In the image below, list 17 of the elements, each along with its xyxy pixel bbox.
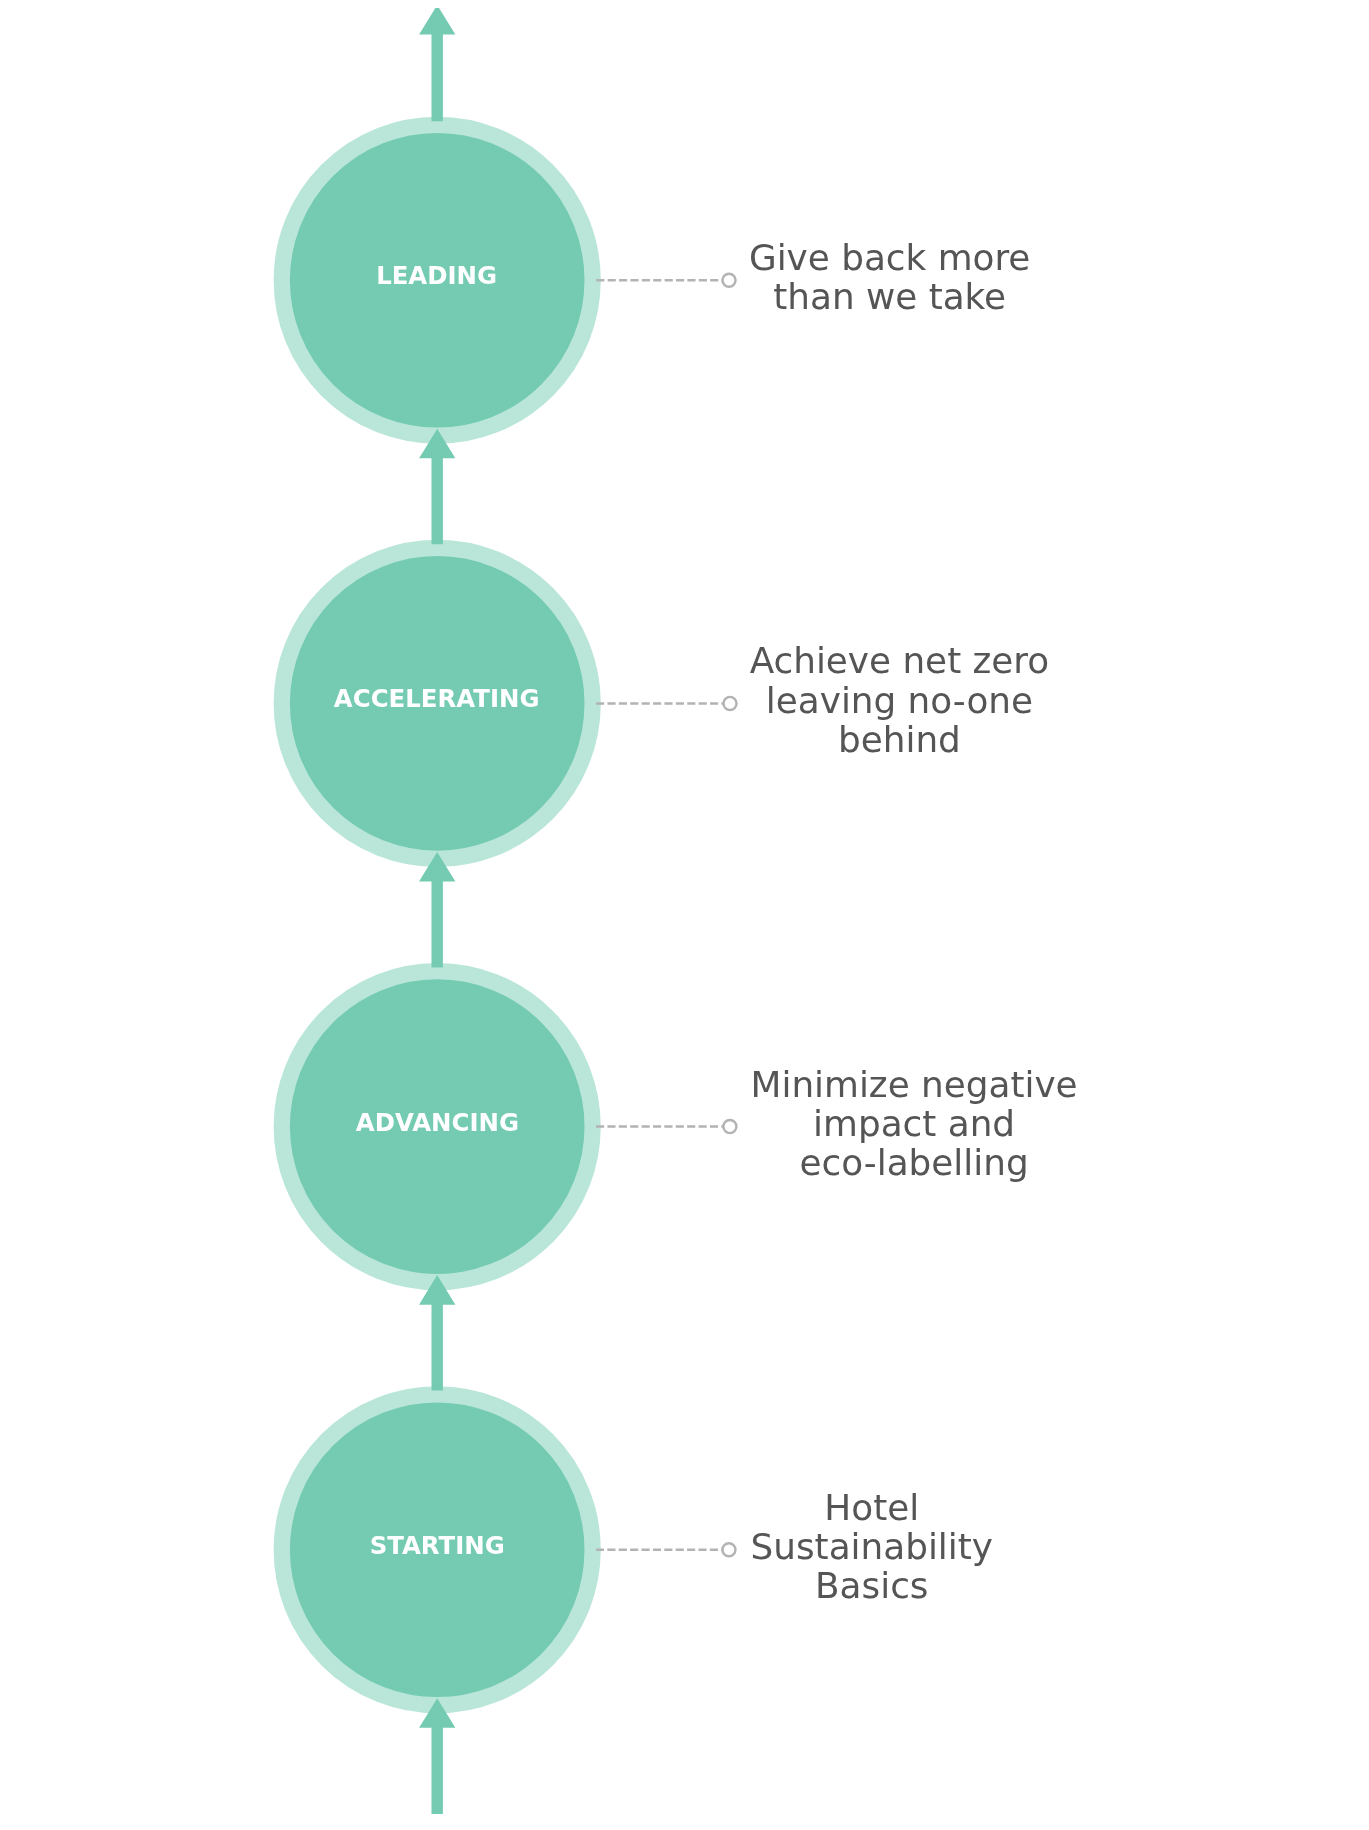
arrow (418, 1698, 455, 1815)
node-circle: ADVANCING (273, 963, 601, 1291)
connector (595, 272, 737, 288)
arrow (418, 8, 455, 122)
connector (595, 1542, 737, 1558)
node-text: Minimize negative impact and eco-labelling (750, 1063, 1078, 1183)
node-text: Hotel Sustainability Basics (750, 1486, 993, 1606)
arrow (418, 428, 455, 545)
node-circle: ACCELERATING (273, 539, 601, 867)
arrow (418, 1275, 455, 1391)
node-circle: STARTING (273, 1386, 601, 1714)
node-text: Give back more than we take (748, 236, 1030, 317)
node-circle: LEADING (273, 116, 601, 444)
arrow (418, 851, 455, 968)
connector (595, 695, 738, 712)
node-text: Achieve net zero leaving no-one behind (749, 640, 1049, 760)
connector (595, 1118, 738, 1135)
